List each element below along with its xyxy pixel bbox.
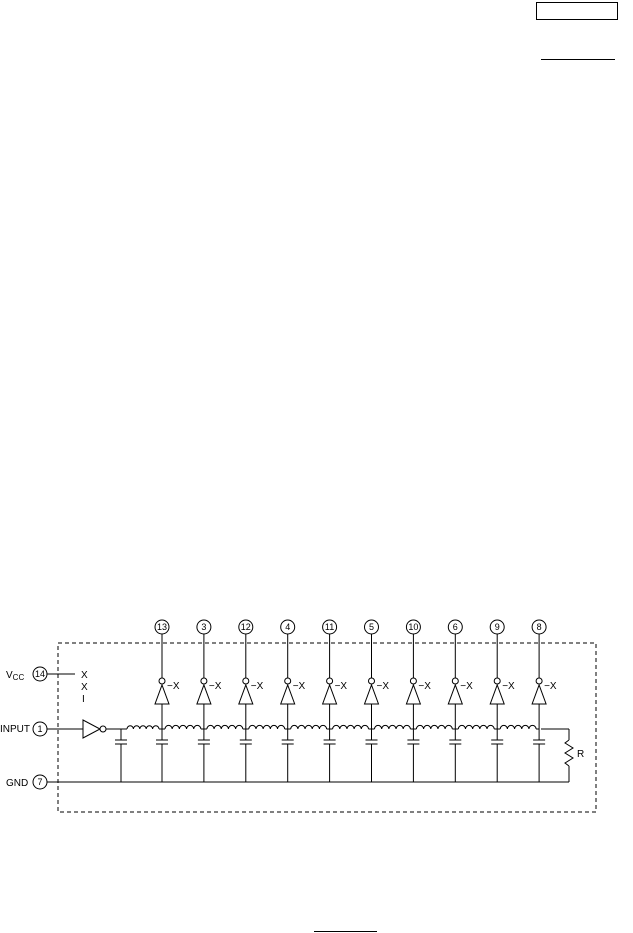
tap-suffix-label: −X [251, 681, 264, 692]
inductor-coil [164, 724, 202, 730]
tap-inverter [363, 683, 380, 705]
tap-pin-circle [364, 619, 379, 635]
inductor-coil [290, 724, 328, 730]
inductor-coil [374, 724, 411, 730]
tap-inverter [531, 683, 547, 705]
inductor-coil [248, 724, 286, 730]
inductor-coil [332, 724, 369, 730]
tap-inverter-bubble [493, 677, 501, 685]
tap-pin-circle [405, 619, 421, 635]
inductor-coil [206, 724, 244, 730]
tap-inverter-bubble [284, 677, 292, 685]
resistor-label: R [577, 749, 584, 760]
tap-suffix-label: −X [293, 681, 306, 692]
header-box [536, 2, 618, 20]
tap-inverter [196, 683, 212, 705]
pin-vcc-number: 14 [35, 669, 45, 679]
tap-pin-circle [322, 619, 338, 635]
tap-suffix-label: −X [418, 681, 431, 692]
tap-pin-circle [531, 619, 547, 635]
tap-pin-number: 13 [157, 622, 167, 632]
tap-inverter [405, 683, 422, 705]
tap-inverter [321, 683, 338, 705]
tap-inverter [447, 683, 464, 705]
tap-pin-number: 8 [537, 622, 542, 632]
package-outline [57, 642, 597, 813]
delay-line-schematic: VCC 14 X X I INPUT 1 GND 7 R −X 13 −X 3 −X 12… [0, 619, 597, 813]
input-label: INPUT [0, 724, 30, 735]
pin-gnd-number: 7 [37, 777, 42, 787]
tap-suffix-label: −X [167, 681, 180, 692]
tap-pin-number: 5 [369, 622, 374, 632]
tap-pin-circle [154, 619, 170, 635]
tap-pin-number: 3 [201, 622, 206, 632]
footer-rule [314, 931, 377, 932]
inductor-coil [457, 724, 495, 730]
tap-pin-circle [489, 619, 505, 635]
pin-input-number: 1 [37, 724, 42, 734]
tap-pin-circle [447, 619, 463, 635]
tap-pin-circle [280, 619, 296, 635]
first-capacitor [115, 729, 127, 782]
tap-pin-circle [196, 619, 212, 635]
vcc-i-mark: I [82, 694, 85, 705]
header-rule [541, 59, 615, 60]
input-buffer [82, 719, 102, 739]
inductor-coil [415, 724, 453, 730]
tap-suffix-label: −X [460, 681, 473, 692]
tap-pin-circle [238, 619, 254, 635]
tap-suffix-label: −X [377, 681, 390, 692]
tap-suffix-label: −X [502, 681, 515, 692]
input-buffer-bubble [99, 725, 107, 733]
tap-inverter-bubble [409, 677, 417, 685]
tap-inverter [154, 683, 170, 705]
tap-inverter-bubble [326, 677, 334, 685]
tap-suffix-label: −X [209, 681, 222, 692]
inductor-coil [126, 725, 160, 730]
gnd-label: GND [6, 778, 28, 789]
tap-inverter-bubble [158, 677, 166, 685]
tap-pin-number: 9 [495, 622, 500, 632]
tap-inverter-bubble [368, 677, 375, 685]
inductor-coil [499, 724, 537, 730]
tap-inverter-bubble [242, 677, 250, 685]
tap-suffix-label: −X [544, 681, 557, 692]
tap-inverter-bubble [535, 677, 543, 685]
tap-pin-number: 4 [285, 622, 290, 632]
delay-taps: −X 13 −X 3 −X 12 −X 4 −X 11 −X 5 −X 10 −X 6 −X 9 −X 8 [124, 619, 557, 782]
tap-pin-number: 10 [408, 622, 418, 632]
vcc-label: VCC [6, 670, 24, 682]
vcc-x-mark-1: X [81, 670, 88, 681]
tap-pin-number: 6 [453, 622, 458, 632]
tap-inverter-bubble [200, 677, 208, 685]
tap-pin-number: 11 [325, 622, 334, 632]
tap-inverter-bubble [451, 677, 459, 685]
vcc-x-mark-2: X [81, 682, 88, 693]
tap-suffix-label: −X [335, 681, 348, 692]
terminating-resistor [541, 728, 574, 782]
tap-pin-number: 12 [241, 622, 251, 632]
tap-inverter [279, 683, 296, 705]
tap-inverter [489, 683, 505, 705]
tap-inverter [238, 683, 254, 705]
